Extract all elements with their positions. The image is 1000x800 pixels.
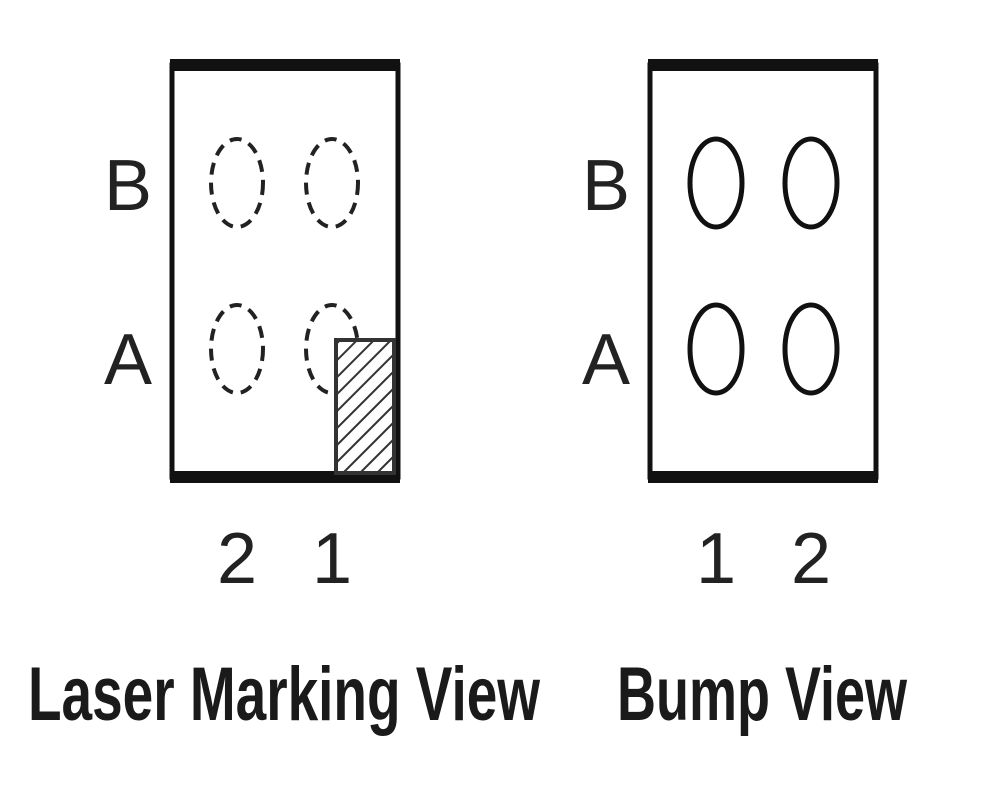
laser-view-col-label-left: 2	[217, 519, 257, 599]
laser-view-row-label-a: A	[104, 320, 152, 400]
laser-view-caption: Laser Marking View	[28, 652, 541, 737]
laser-view-bump-b1	[304, 137, 360, 229]
bump-view-bump-b1	[687, 136, 745, 230]
laser-view-bump-a2	[209, 303, 265, 395]
bump-view-col-label-right: 2	[791, 519, 831, 599]
bump-view-col-label-left: 1	[696, 519, 736, 599]
bump-view-package-outline	[647, 62, 879, 480]
bump-view: B A 1 2 Bump View	[582, 59, 908, 737]
bump-view-caption: Bump View	[617, 652, 908, 737]
bump-view-bump-a1	[687, 302, 745, 396]
bump-view-row-label-b: B	[582, 146, 630, 226]
bump-view-bump-b2	[782, 136, 840, 230]
laser-view-row-label-b: B	[104, 146, 152, 226]
bump-view-bump-a2	[782, 302, 840, 396]
laser-view-pin1-marker	[334, 338, 396, 475]
laser-view-bump-b2	[209, 137, 265, 229]
laser-marking-view: B A 2 1 Laser Marking View	[28, 59, 541, 737]
laser-view-col-label-right: 1	[312, 519, 352, 599]
bump-view-row-label-a: A	[582, 320, 630, 400]
